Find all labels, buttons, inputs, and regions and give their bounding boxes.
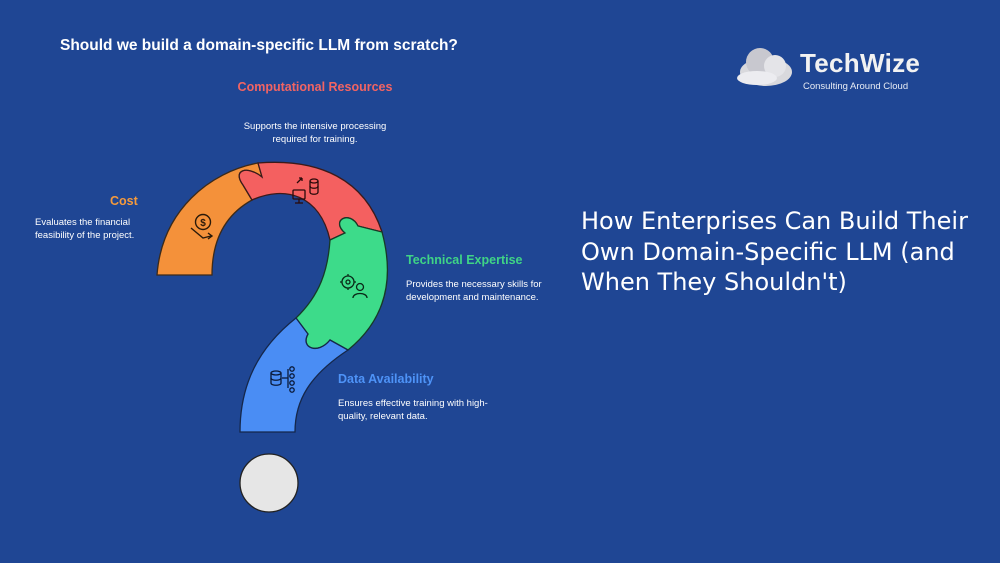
- question-dot: [239, 453, 299, 513]
- brand-tagline: Consulting Around Cloud: [803, 81, 909, 92]
- cloud-icon: [737, 48, 792, 86]
- technical-description: Provides the necessary skills for develo…: [406, 279, 542, 303]
- headline: How Enterprises Can Build Their Own Doma…: [581, 207, 968, 296]
- diagram-question: Should we build a domain-specific LLM fr…: [60, 37, 458, 54]
- computational-title: Computational Resources: [237, 80, 393, 94]
- database-network-icon: [270, 366, 295, 393]
- svg-text:$: $: [200, 218, 206, 229]
- data-title: Data Availability: [338, 372, 434, 386]
- cost-title: Cost: [110, 194, 138, 208]
- computer-database-icon: [292, 177, 319, 204]
- technical-title: Technical Expertise: [406, 253, 523, 267]
- gears-person-icon: [340, 274, 368, 299]
- data-description: Ensures effective training with high-qua…: [338, 398, 488, 422]
- cost-description: Evaluates the financial feasibility of t…: [35, 217, 135, 241]
- brand-name: TechWize: [800, 48, 921, 78]
- dollar-cycle-icon: $: [190, 213, 214, 240]
- computational-description: Supports the intensive processing requir…: [243, 121, 387, 145]
